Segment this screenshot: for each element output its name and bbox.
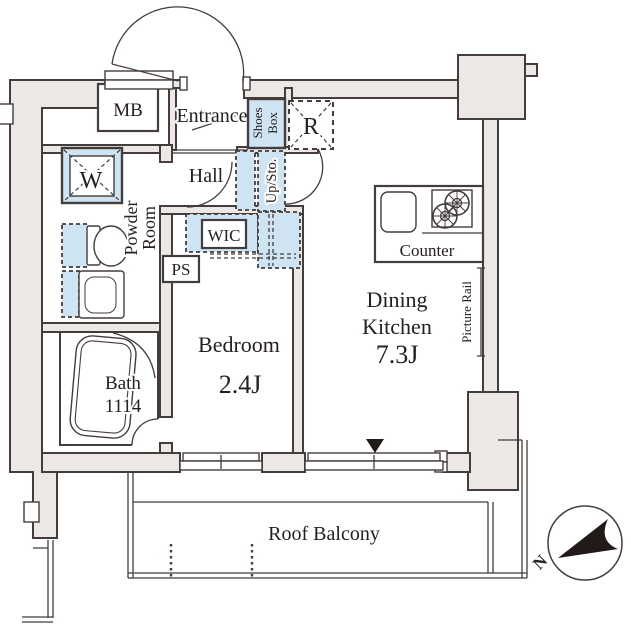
powder-room-label-1: Powder (121, 201, 141, 256)
roof-balcony-label: Roof Balcony (268, 523, 380, 545)
windows (179, 452, 444, 471)
hall-door-swing-arc (186, 161, 233, 208)
bath-area: Bath 1114 (59, 331, 159, 446)
entry-marker-triangle (366, 439, 384, 453)
kitchen-sink (380, 191, 417, 233)
mb-louver-inner (104, 79, 174, 90)
entrance-area: MB Entrance (96, 6, 251, 154)
entrance-floor-diagonal (191, 111, 248, 131)
bathtub-inner (74, 340, 132, 434)
wall-bottom-2 (261, 452, 306, 473)
balcony-left-edge (127, 472, 134, 578)
stove-burner-1 (444, 190, 470, 216)
wall-powder-hall-upper (159, 144, 173, 163)
pillar-top-right (457, 54, 526, 120)
wall-mb-entrance-divider (168, 87, 177, 151)
dining-kitchen-size-label: 7.3J (376, 340, 419, 369)
wic-label-box (200, 218, 248, 250)
shoes-box-label-1: Shoes (250, 107, 265, 138)
pillar-bottom-right (467, 391, 519, 491)
entrance-door-swing-arc (111, 6, 245, 83)
dining-kitchen-window (304, 452, 444, 471)
dining-kitchen-area: Counter Dining Kitchen 7.3J Picture Rail (362, 184, 485, 453)
bedroom-window (179, 452, 263, 471)
vanity-basin (84, 276, 117, 314)
storage-area: Shoes Box R Up/Sto. (235, 97, 334, 212)
wall-bottom-1 (41, 452, 181, 473)
wall-bedroom-west-lower (159, 442, 173, 454)
washer-label: W (80, 168, 103, 194)
refrigerator-label: R (303, 114, 319, 140)
bath-label-2: 1114 (105, 396, 142, 417)
wall-bedroom-west-upper (159, 213, 173, 418)
toilet-tank (61, 223, 89, 268)
balcony-right-edge (498, 439, 528, 578)
hall-area: Hall (186, 148, 324, 208)
wall-notch-lower-left (23, 501, 40, 523)
hall-closet (235, 150, 256, 211)
compass-north-label: N (529, 551, 552, 574)
bedroom-label: Bedroom (198, 332, 280, 357)
bedroom-size-label: 2.4J (219, 370, 262, 399)
dining-kitchen-label-1: Dining (366, 287, 427, 312)
vanity-side-cabinet (61, 270, 80, 318)
shoes-box (246, 97, 287, 150)
bath-label-1: Bath (105, 373, 141, 394)
bathtub (69, 335, 137, 439)
wic-label: WIC (207, 226, 240, 245)
bath-door-swing-arc (131, 418, 159, 446)
washer-cross-2 (63, 149, 121, 202)
picture-rail-label: Picture Rail (459, 281, 474, 343)
walls (0, 54, 538, 539)
stove-burner-2 (432, 203, 458, 229)
hall-label: Hall (189, 165, 224, 187)
upper-storage-label: Up/Sto. (264, 159, 280, 204)
bedroom-area: Bedroom 2.4J (198, 332, 280, 399)
pillar-top-right-tab (524, 63, 538, 77)
shoes-box-label-2: Box (265, 112, 280, 134)
entrance-door-jamb-left (179, 76, 188, 91)
refrigerator-cross-2 (290, 102, 332, 148)
pipe-space-box (161, 254, 201, 284)
balcony-bottom-edge (128, 572, 527, 579)
compass-needle (558, 519, 618, 558)
wic-area: WIC PS (161, 211, 301, 284)
neighbor-structure-lines (22, 540, 54, 623)
dining-kitchen-label-2: Kitchen (362, 314, 432, 339)
powder-room-area: W Powder Room (60, 146, 161, 319)
toilet-bowl (93, 225, 129, 267)
dk-door-swing-arc (283, 148, 324, 205)
entrance-door-jamb-right (242, 76, 251, 91)
powder-room-label-2: Room (139, 206, 159, 250)
pipe-space-label: PS (172, 260, 191, 279)
balcony-partition-line (487, 502, 494, 573)
compass: N (529, 505, 623, 581)
bathtub-outer (69, 335, 137, 439)
mb-louver-outer (104, 70, 174, 81)
wall-notch-upper-left (0, 103, 14, 125)
entrance-door-leaf (111, 63, 179, 82)
entrance-label: Entrance (176, 105, 247, 127)
mb-label: MB (113, 100, 143, 121)
counter-label: Counter (400, 241, 455, 260)
picture-rail-line (477, 267, 485, 357)
wall-powder-bath (41, 322, 161, 333)
wall-top-right-strip (243, 79, 463, 99)
upper-storage-closet (257, 150, 286, 212)
roof-balcony-area: Roof Balcony (22, 439, 528, 623)
bath-deck-curve (112, 332, 156, 379)
bath-room-outline (59, 331, 159, 446)
wic-closet-right (257, 211, 301, 269)
